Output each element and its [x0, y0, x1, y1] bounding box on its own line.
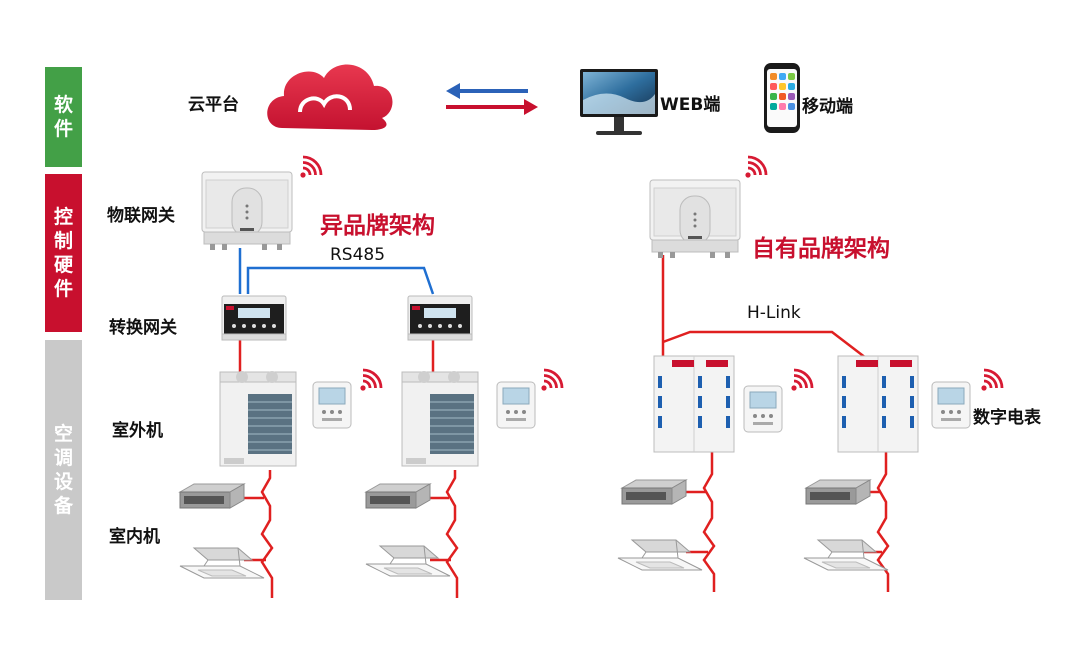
mobile-phone-icon — [764, 63, 800, 133]
iot-gateway-icon — [649, 179, 741, 259]
wifi-signal-icon — [358, 368, 383, 393]
refrigerant-line-1 — [260, 470, 274, 598]
wifi-signal-icon — [980, 368, 1004, 393]
outdoor-unit-label: 室外机 — [112, 421, 163, 441]
digital-meter-icon — [931, 381, 971, 429]
cloud-icon — [267, 64, 393, 130]
wired-controller-icon — [312, 381, 352, 429]
wifi-signal-icon — [744, 155, 768, 180]
digital-meter-label: 数字电表 — [973, 408, 1041, 428]
wifi-signal-icon — [298, 155, 323, 180]
refrigerant-line-3 — [702, 452, 716, 592]
cassette-indoor-unit-icon — [617, 539, 703, 571]
ducted-indoor-unit-icon — [179, 483, 245, 509]
sidebar-hvac-equipment: 空调设备 — [45, 340, 82, 600]
digital-meter-icon — [743, 385, 783, 433]
outdoor-unit-icon — [653, 355, 735, 453]
heterogeneous-architecture-title: 异品牌架构 — [320, 213, 435, 239]
outdoor-unit-icon — [401, 370, 479, 467]
refrigerant-line-2 — [445, 470, 459, 598]
sidebar-software: 软件 — [45, 67, 82, 167]
own-brand-architecture-title: 自有品牌架构 — [752, 236, 890, 262]
rs485-bus-line — [246, 266, 435, 295]
iot-gateway-icon — [201, 171, 293, 251]
web-client-label: WEB端 — [660, 95, 721, 115]
ducted-indoor-unit-icon — [365, 483, 431, 509]
converter-gateway-icon — [221, 295, 287, 341]
cassette-indoor-unit-icon — [803, 539, 889, 571]
sync-arrows-icon — [446, 83, 538, 115]
mobile-client-label: 移动端 — [802, 97, 853, 117]
sidebar-control-label: 控制硬件 — [53, 206, 73, 300]
ducted-indoor-unit-icon — [621, 479, 687, 505]
hlink-bus-line — [662, 330, 867, 359]
converter-gateway-icon — [407, 295, 473, 341]
iot-gateway-label: 物联网关 — [107, 206, 175, 226]
indoor-unit-label: 室内机 — [109, 527, 160, 547]
sidebar-software-label: 软件 — [53, 94, 73, 140]
monitor-icon — [580, 69, 658, 135]
cloud-platform-label: 云平台 — [188, 95, 239, 115]
cassette-indoor-unit-icon — [179, 547, 265, 579]
refrigerant-line-4 — [876, 452, 890, 592]
wired-controller-icon — [496, 381, 536, 429]
hlink-label: H-Link — [747, 303, 801, 323]
converter-gateway-label: 转换网关 — [109, 318, 177, 338]
sidebar-hvac-label: 空调设备 — [53, 423, 73, 517]
ducted-indoor-unit-icon — [805, 479, 871, 505]
outdoor-unit-icon — [837, 355, 919, 453]
wifi-signal-icon — [540, 368, 564, 393]
wifi-signal-icon — [790, 368, 814, 393]
outdoor-unit-icon — [219, 370, 297, 467]
sidebar-control-hardware: 控制硬件 — [45, 174, 82, 332]
rs485-label: RS485 — [330, 245, 386, 265]
